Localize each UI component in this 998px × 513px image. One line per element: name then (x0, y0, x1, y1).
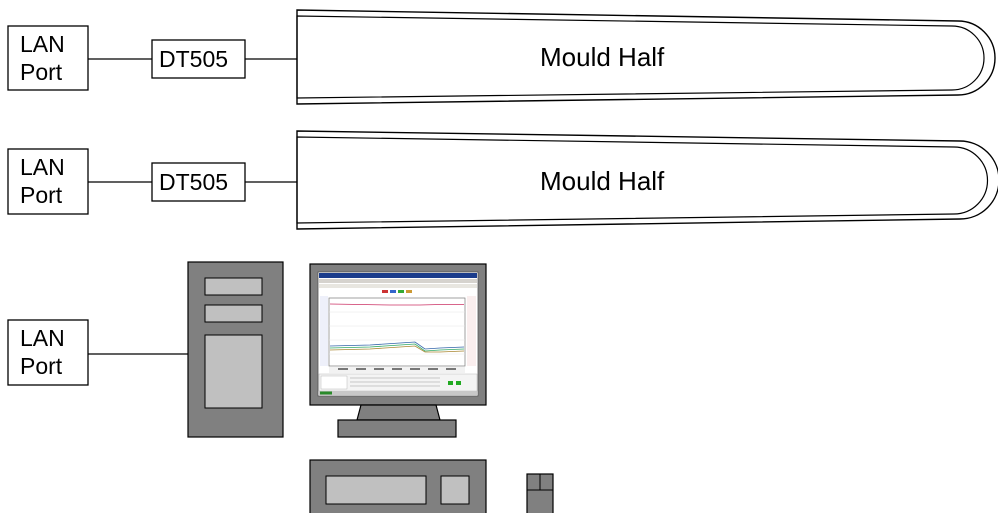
mould-half-label-2: Mould Half (540, 166, 665, 196)
lan-port-box-1: LAN Port (7, 25, 89, 91)
dt505-logger-2: DT505 (151, 162, 246, 202)
lan-port-label-line2: Port (20, 182, 63, 208)
lan-port-label-line1: LAN (20, 154, 65, 180)
mould-half-label-1: Mould Half (540, 42, 665, 72)
mould-half-2: Mould Half (296, 130, 998, 230)
lan-port-label-line1: LAN (20, 31, 65, 57)
keyboard-icon (309, 459, 487, 513)
dt505-label-1: DT505 (159, 46, 228, 72)
lan-port-box-pc: LAN Port (7, 319, 89, 386)
lan-port-label-line2: Port (20, 353, 63, 379)
monitor-icon (309, 263, 487, 406)
lan-port-box-2: LAN Port (7, 148, 89, 215)
row-1: LAN Port DT505 Mould Half (7, 9, 996, 105)
row-2: LAN Port DT505 Mould Half (7, 130, 998, 230)
lan-port-label-line2: Port (20, 59, 63, 85)
mouse-icon (526, 473, 554, 513)
lan-port-label-line1: LAN (20, 325, 65, 351)
desktop-computer-icon (187, 261, 284, 438)
monitor-stand (337, 404, 457, 438)
dt505-logger-1: DT505 (151, 39, 246, 79)
dt505-label-2: DT505 (159, 169, 228, 195)
mould-half-1: Mould Half (296, 9, 996, 105)
